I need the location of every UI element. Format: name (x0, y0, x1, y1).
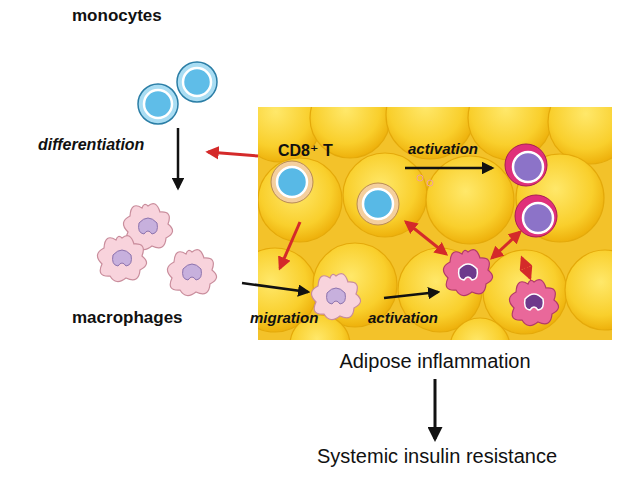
adipocytes (258, 107, 612, 340)
activation-arrow (384, 292, 438, 298)
flow-arrow (434, 379, 437, 439)
activation-arrow (405, 167, 492, 170)
monocyte (177, 62, 217, 102)
interaction-arrows (208, 152, 530, 278)
cd8-t-cell (271, 161, 313, 203)
migration-arrow (242, 283, 308, 292)
node-text: Systemic insulin resistance (262, 444, 612, 468)
process-label: differentiation (38, 136, 144, 154)
cell-type-label: macrophages (72, 308, 183, 328)
activated-t-cell (505, 144, 547, 186)
node-text: Adipose inflammation (258, 349, 612, 373)
process-label: migration (250, 309, 318, 326)
cd8-t-cell (357, 183, 399, 225)
outcome-box: Systemic insulin resistance (262, 440, 612, 476)
cytokine-dot (417, 175, 423, 181)
activated-macrophage (509, 280, 558, 326)
process-label: activation (368, 309, 438, 326)
macrophage (167, 250, 216, 296)
cell-type-label: CD8⁺ T (278, 142, 333, 160)
macrophage (97, 236, 146, 282)
cytokine-dot (427, 180, 433, 186)
activated-t-cell (515, 195, 557, 237)
macrophage (311, 274, 360, 320)
cell-type-label: monocytes (72, 6, 162, 26)
differentiation-arrow (177, 128, 180, 188)
process-label: activation (408, 140, 478, 157)
activated-macrophage (443, 250, 492, 296)
monocyte (138, 84, 178, 124)
